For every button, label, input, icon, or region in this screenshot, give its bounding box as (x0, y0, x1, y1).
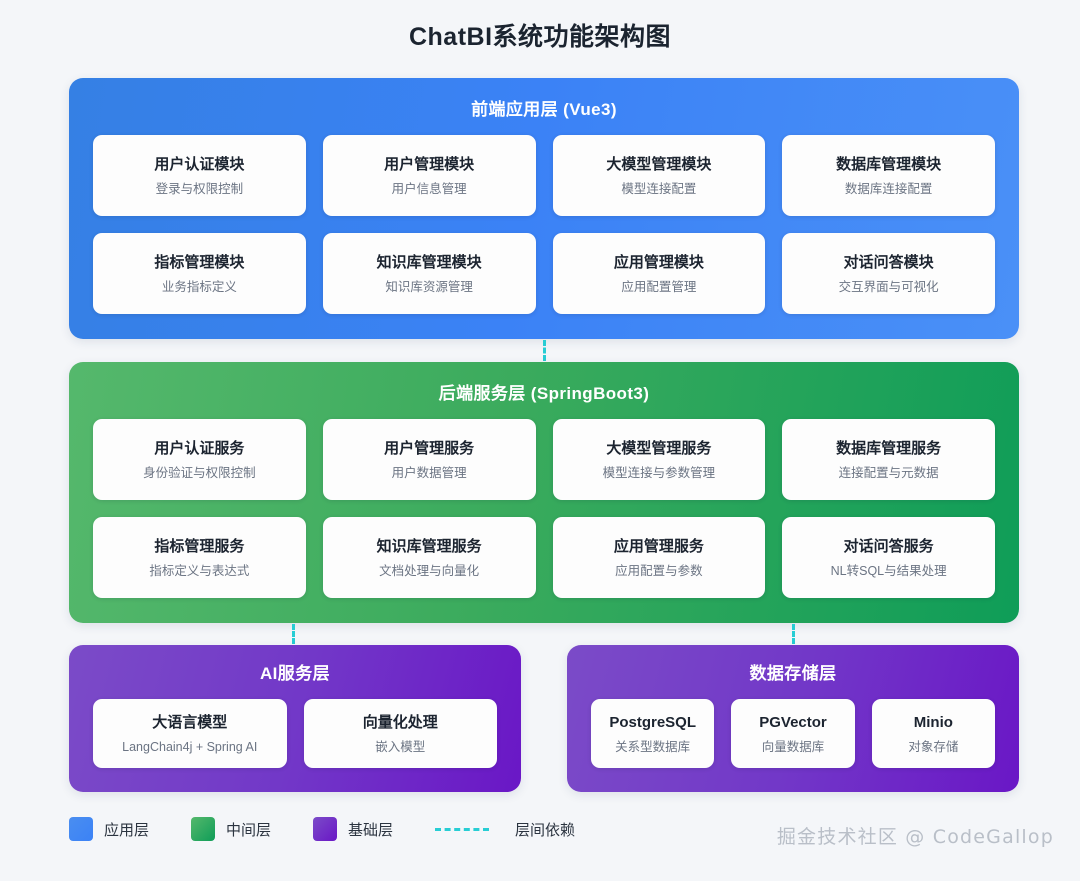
service-card-subtitle: 连接配置与元数据 (838, 465, 939, 480)
module-card-subtitle: 数据库连接配置 (844, 181, 933, 196)
watermark: 掘金技术社区 @ CodeGallop (776, 826, 1054, 848)
module-card-subtitle: 知识库资源管理 (385, 279, 473, 294)
service-card-title: 大模型管理服务 (606, 439, 712, 457)
module-card-title: 指标管理模块 (154, 253, 245, 271)
service-card-title: 应用管理服务 (613, 537, 704, 555)
service-card[interactable]: 数据库管理服务 连接配置与元数据 (782, 419, 995, 500)
ai-card-subtitle: LangChain4j + Spring AI (122, 739, 258, 754)
connector-backend-ai (292, 624, 295, 644)
legend-label: 中间层 (226, 821, 272, 839)
service-card-title: 用户管理服务 (384, 439, 475, 457)
module-card-subtitle: 交互界面与可视化 (838, 279, 939, 294)
ai-card[interactable]: 大语言模型 LangChain4j + Spring AI (93, 699, 287, 768)
service-card[interactable]: 指标管理服务 指标定义与表达式 (93, 517, 306, 598)
legend-label: 应用层 (104, 821, 150, 839)
legend-dashed-line-icon (435, 827, 490, 831)
module-card-title: 大模型管理模块 (606, 155, 712, 173)
layer-ai-service-card-grid: 大语言模型 LangChain4j + Spring AI 向量化处理 嵌入模型 (69, 684, 521, 768)
legend-item-base-layer: 基础层 (313, 817, 393, 841)
service-card[interactable]: 用户认证服务 身份验证与权限控制 (93, 419, 306, 500)
service-card-subtitle: 用户数据管理 (391, 465, 467, 480)
service-card-title: 知识库管理服务 (376, 537, 482, 555)
module-card[interactable]: 知识库管理模块 知识库资源管理 (322, 233, 536, 314)
page-title: ChatBI系统功能架构图 (408, 23, 672, 51)
module-card-title: 用户管理模块 (384, 155, 475, 173)
service-card-subtitle: 应用配置与参数 (615, 563, 703, 578)
legend-item-application-layer: 应用层 (69, 817, 149, 841)
service-card-title: 对话问答服务 (843, 537, 934, 555)
connector-backend-storage (792, 624, 795, 644)
module-card-subtitle: 模型连接配置 (621, 181, 697, 196)
storage-card-subtitle: 向量数据库 (761, 739, 825, 754)
module-card-title: 用户认证模块 (154, 155, 245, 173)
service-card-subtitle: NL转SQL与结果处理 (830, 563, 947, 578)
ai-card-subtitle: 嵌入模型 (375, 739, 426, 754)
service-card-subtitle: 模型连接与参数管理 (602, 465, 716, 480)
layer-frontend: 前端应用层 (Vue3) 用户认证模块 登录与权限控制 用户管理模块 用户信息管… (69, 78, 1019, 339)
service-card[interactable]: 对话问答服务 NL转SQL与结果处理 (782, 517, 995, 598)
legend-label: 层间依赖 (515, 821, 576, 839)
module-card-subtitle: 应用配置管理 (621, 279, 697, 294)
storage-card[interactable]: PostgreSQL 关系型数据库 (591, 699, 715, 768)
service-card-title: 指标管理服务 (154, 537, 245, 555)
layer-backend: 后端服务层 (SpringBoot3) 用户认证服务 身份验证与权限控制 用户管… (69, 362, 1019, 623)
legend-swatch-green-icon (191, 817, 216, 841)
service-card[interactable]: 知识库管理服务 文档处理与向量化 (322, 517, 536, 598)
layer-data-storage: 数据存储层 PostgreSQL 关系型数据库 PGVector 向量数据库 M… (567, 645, 1019, 792)
service-card[interactable]: 应用管理服务 应用配置与参数 (552, 517, 766, 598)
ai-card-title: 向量化处理 (362, 713, 438, 731)
module-card[interactable]: 指标管理模块 业务指标定义 (93, 233, 306, 314)
module-card-title: 数据库管理模块 (836, 155, 942, 173)
storage-card[interactable]: Minio 对象存储 (871, 699, 995, 768)
module-card[interactable]: 用户认证模块 登录与权限控制 (93, 135, 306, 216)
module-card[interactable]: 应用管理模块 应用配置管理 (552, 233, 766, 314)
layer-ai-service: AI服务层 大语言模型 LangChain4j + Spring AI 向量化处… (69, 645, 521, 792)
storage-card-title: PostgreSQL (609, 713, 696, 731)
service-card[interactable]: 大模型管理服务 模型连接与参数管理 (552, 419, 766, 500)
connector-frontend-backend (543, 340, 546, 361)
legend-swatch-blue-icon (69, 817, 93, 841)
layer-backend-card-grid: 用户认证服务 身份验证与权限控制 用户管理服务 用户数据管理 大模型管理服务 模… (69, 404, 1019, 598)
legend: 应用层 中间层 基础层 层间依赖 (69, 816, 617, 842)
service-card-title: 数据库管理服务 (836, 439, 942, 457)
legend-swatch-purple-icon (313, 817, 338, 841)
module-card[interactable]: 用户管理模块 用户信息管理 (322, 135, 536, 216)
module-card[interactable]: 大模型管理模块 模型连接配置 (552, 135, 766, 216)
ai-card-title: 大语言模型 (152, 713, 228, 731)
module-card-title: 知识库管理模块 (376, 253, 482, 271)
module-card-title: 应用管理模块 (613, 253, 704, 271)
service-card[interactable]: 用户管理服务 用户数据管理 (322, 419, 536, 500)
storage-card[interactable]: PGVector 向量数据库 (731, 699, 855, 768)
module-card[interactable]: 数据库管理模块 数据库连接配置 (782, 135, 995, 216)
module-card-subtitle: 登录与权限控制 (155, 181, 244, 196)
storage-card-subtitle: 关系型数据库 (615, 739, 691, 754)
layer-data-storage-card-grid: PostgreSQL 关系型数据库 PGVector 向量数据库 Minio 对… (567, 684, 1019, 768)
service-card-subtitle: 文档处理与向量化 (379, 563, 480, 578)
module-card-subtitle: 用户信息管理 (391, 181, 467, 196)
service-card-subtitle: 身份验证与权限控制 (143, 465, 256, 480)
legend-label: 基础层 (348, 821, 394, 839)
service-card-subtitle: 指标定义与表达式 (149, 563, 250, 578)
storage-card-title: PGVector (759, 713, 827, 731)
module-card[interactable]: 对话问答模块 交互界面与可视化 (782, 233, 995, 314)
layer-backend-title: 后端服务层 (SpringBoot3) (438, 384, 650, 403)
layer-ai-service-title: AI服务层 (260, 664, 330, 683)
layer-frontend-title: 前端应用层 (Vue3) (471, 100, 617, 119)
module-card-subtitle: 业务指标定义 (161, 279, 237, 294)
layer-data-storage-title: 数据存储层 (749, 664, 837, 683)
legend-item-dependency: 层间依赖 (435, 819, 575, 840)
storage-card-title: Minio (913, 713, 953, 731)
ai-card[interactable]: 向量化处理 嵌入模型 (303, 699, 497, 768)
service-card-title: 用户认证服务 (154, 439, 245, 457)
module-card-title: 对话问答模块 (843, 253, 934, 271)
legend-item-middle-layer: 中间层 (191, 817, 271, 841)
layer-frontend-card-grid: 用户认证模块 登录与权限控制 用户管理模块 用户信息管理 大模型管理模块 模型连… (69, 120, 1019, 314)
storage-card-subtitle: 对象存储 (908, 739, 959, 754)
